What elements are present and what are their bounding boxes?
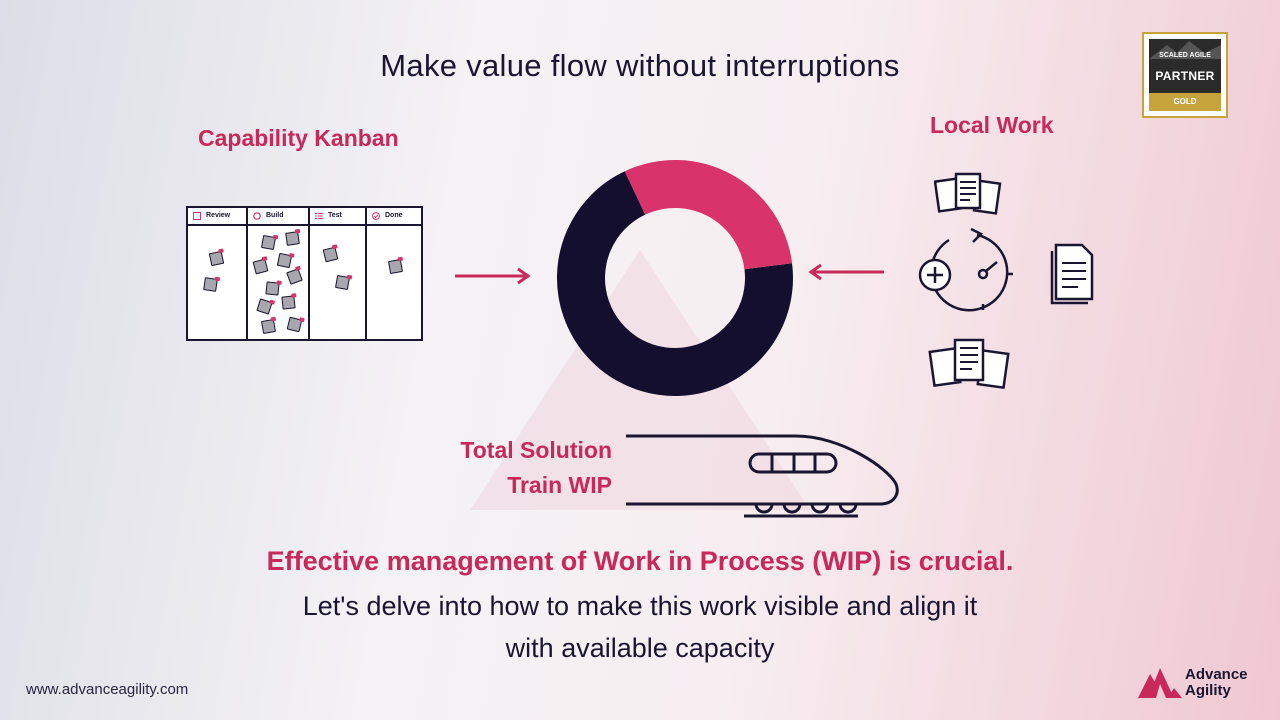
website-url: www.advanceagility.com xyxy=(26,681,189,698)
kanban-column-done: Done xyxy=(367,208,421,339)
train-icon xyxy=(626,434,899,518)
brand-logo: Advance Agility xyxy=(1138,664,1268,704)
donut-segment-accent xyxy=(624,160,793,270)
sticky-note xyxy=(260,318,277,335)
wip-message-line2: with available capacity xyxy=(505,633,775,663)
local-work-title: Local Work xyxy=(930,112,1054,138)
arrow-right-icon xyxy=(455,267,531,285)
badge-main-text: PARTNER xyxy=(1155,69,1215,83)
sticky-note xyxy=(334,274,351,291)
test-icon xyxy=(315,213,323,219)
sticky-note xyxy=(208,250,225,267)
sticky-note xyxy=(285,231,300,246)
badge-tier: GOLD xyxy=(1149,93,1221,111)
wip-message-line1: Let's delve into how to make this work v… xyxy=(302,591,978,621)
wip-message-headline: Effective management of Work in Process … xyxy=(266,546,1014,576)
kanban-title: Capability Kanban xyxy=(198,125,399,151)
brand-name-word1: Advance xyxy=(1185,666,1248,683)
plus-icon xyxy=(918,258,952,292)
done-icon xyxy=(372,212,380,220)
train-label-line1: Total Solution xyxy=(460,437,612,463)
build-icon xyxy=(253,212,261,220)
sticky-note xyxy=(286,268,303,285)
donut-segment-main xyxy=(557,171,793,396)
documents-icon xyxy=(928,338,1010,390)
sticky-note xyxy=(203,277,218,292)
partner-badge: SCALED AGILE PARTNER GOLD xyxy=(1142,32,1228,118)
brand-name-word2: Agility xyxy=(1185,682,1231,699)
sticky-note xyxy=(276,252,293,269)
kanban-column-label: Done xyxy=(385,212,403,219)
kanban-column-review: Review xyxy=(188,208,248,339)
sticky-note xyxy=(322,246,339,263)
arrow-left-icon xyxy=(808,263,884,281)
kanban-column-label: Test xyxy=(328,212,342,219)
wip-donut xyxy=(557,160,793,396)
sticky-note xyxy=(260,234,277,251)
sticky-note xyxy=(281,295,296,310)
brand-logo-icon xyxy=(1138,668,1182,698)
kanban-column-build: Build xyxy=(248,208,310,339)
mountain-icon xyxy=(1149,41,1221,59)
documents-icon xyxy=(934,172,1002,215)
review-icon xyxy=(193,212,201,220)
sticky-note xyxy=(265,281,280,296)
sticky-note xyxy=(256,298,273,315)
badge-top-text: SCALED AGILE xyxy=(1159,52,1211,59)
document-icon xyxy=(1050,243,1094,305)
sticky-note xyxy=(387,258,404,275)
sticky-note xyxy=(286,316,303,333)
clock-icon xyxy=(918,227,1013,312)
kanban-column-label: Review xyxy=(206,212,231,219)
headline: Make value flow without interruptions xyxy=(380,48,900,83)
sticky-note xyxy=(252,258,269,275)
kanban-column-test: Test xyxy=(310,208,367,339)
train-label-line2: Train WIP xyxy=(507,472,612,498)
kanban-board-icon: Review Build Test Done xyxy=(186,206,423,341)
kanban-column-label: Build xyxy=(266,212,284,219)
